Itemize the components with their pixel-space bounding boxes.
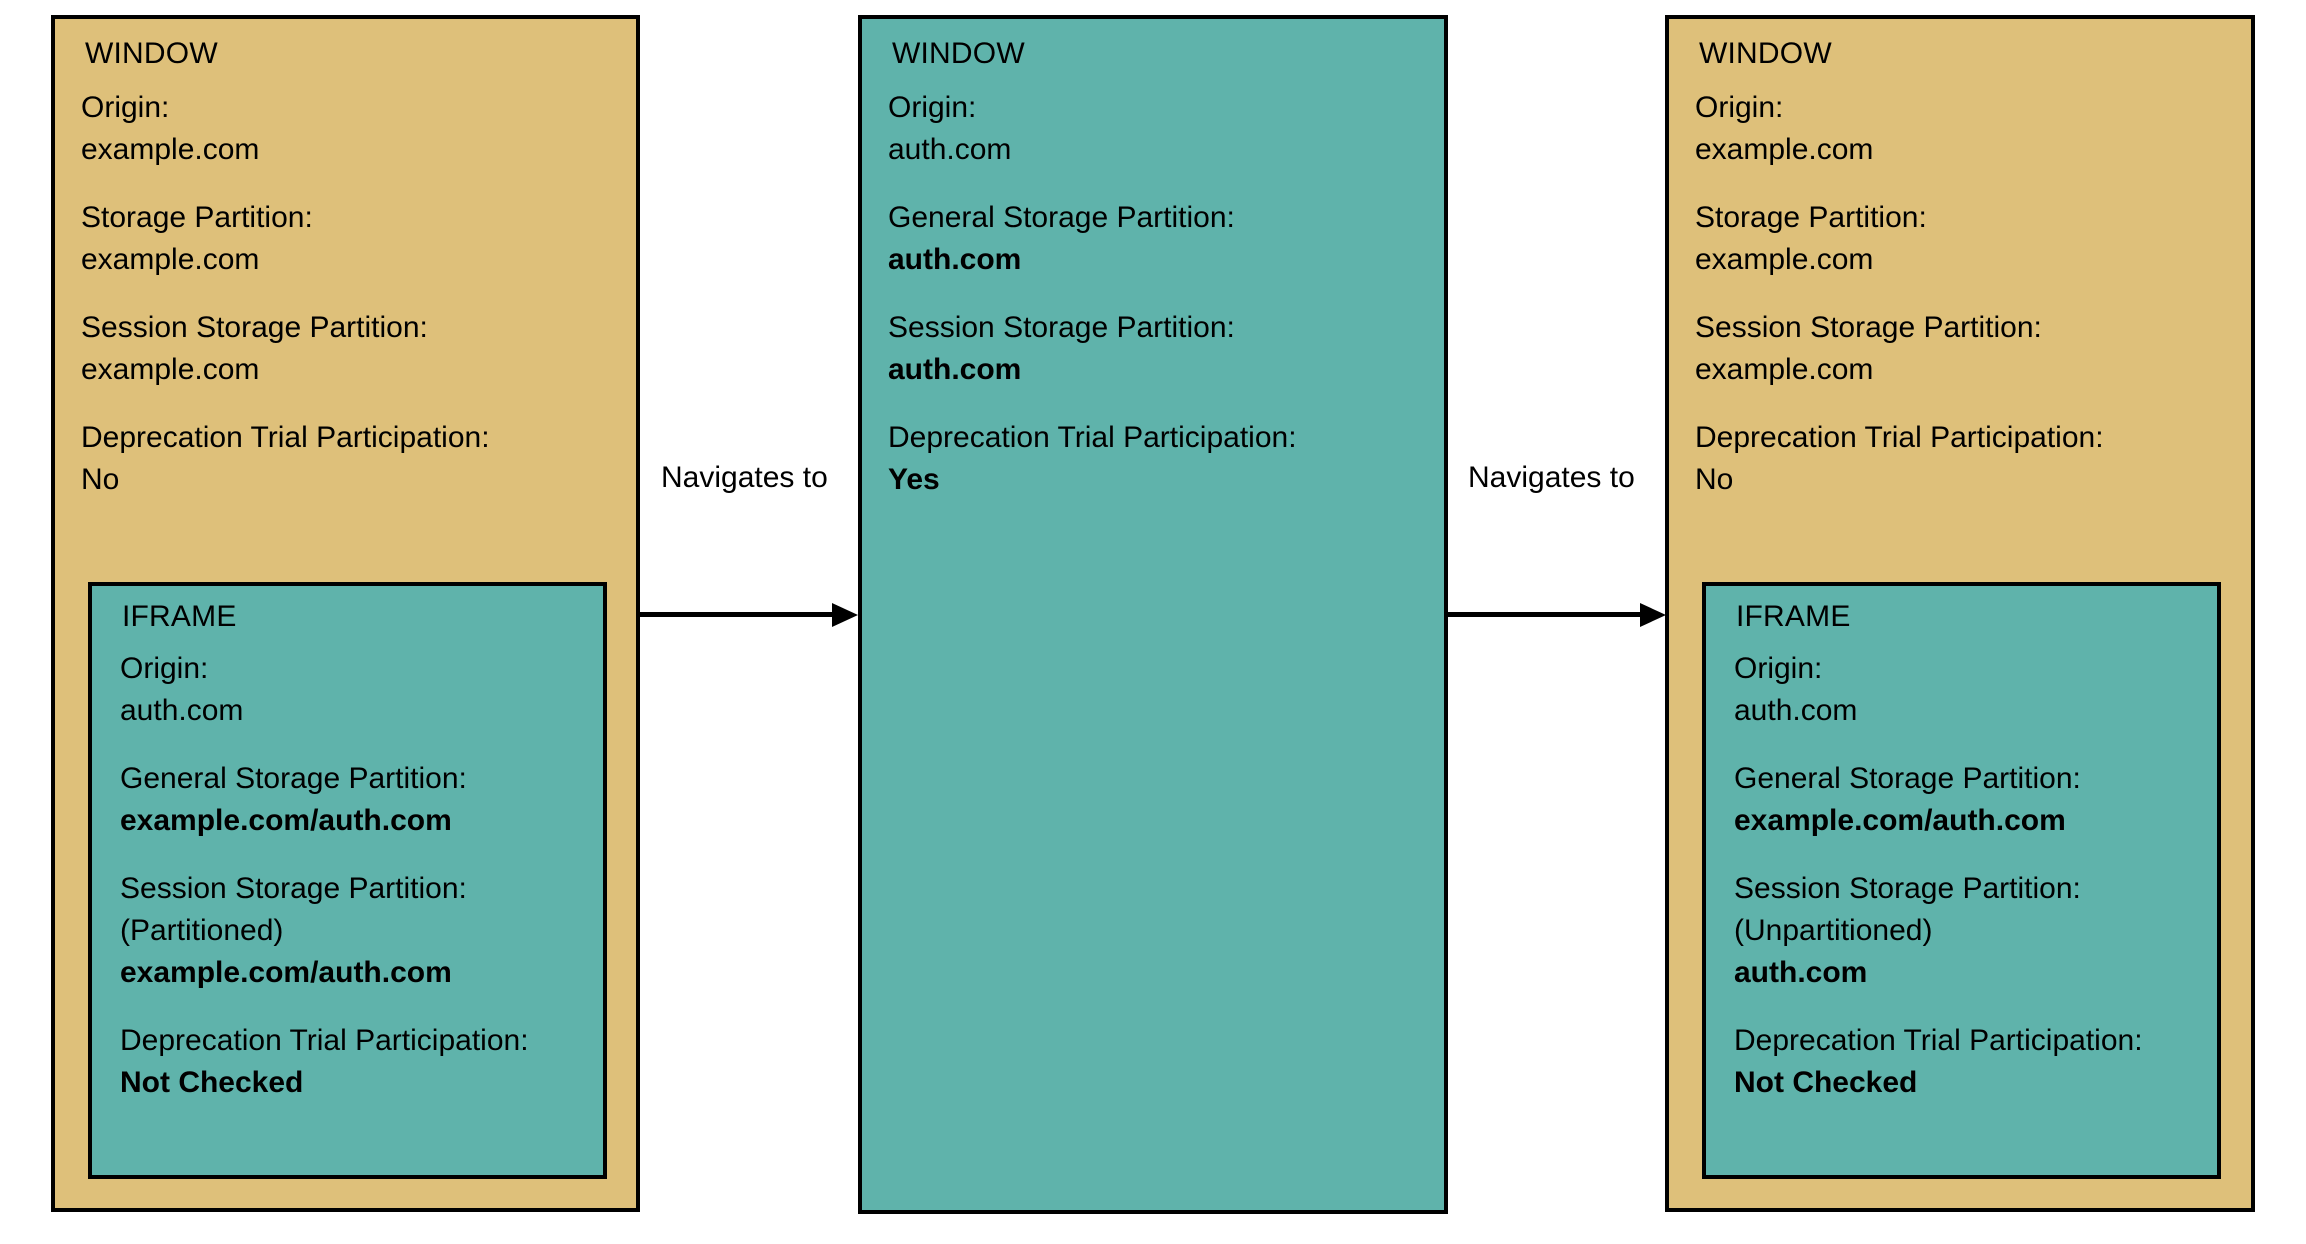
arrow-head-icon <box>1640 603 1666 627</box>
field-deprecation-trial-participation: Deprecation Trial Participation: Not Che… <box>120 1020 593 1104</box>
field-label: Deprecation Trial Participation: <box>1695 421 2104 454</box>
field-label: Storage Partition: <box>81 201 313 234</box>
arrow-1-label: Navigates to <box>661 461 828 494</box>
field-origin: Origin: auth.com <box>120 648 593 732</box>
arrow-shaft <box>640 612 834 617</box>
field-label: Deprecation Trial Participation: <box>81 421 490 454</box>
field-value: auth.com <box>888 353 1022 386</box>
field-value: example.com/auth.com <box>1734 804 2066 837</box>
arrow-2-label: Navigates to <box>1468 461 1635 494</box>
field-value: example.com <box>81 133 260 166</box>
arrow-2 <box>1448 603 1666 627</box>
field-sublabel: (Partitioned) <box>120 914 284 947</box>
field-label: Session Storage Partition: <box>1695 311 2042 344</box>
field-value: auth.com <box>1734 694 1858 727</box>
field-general-storage-partition: General Storage Partition: example.com/a… <box>120 758 593 842</box>
iframe-panel-3: IFRAME Origin: auth.com General Storage … <box>1702 582 2221 1179</box>
field-value: example.com/auth.com <box>120 956 452 989</box>
field-label: General Storage Partition: <box>1734 762 2081 795</box>
field-origin: Origin: auth.com <box>888 87 1434 171</box>
field-value: example.com <box>1695 243 1874 276</box>
field-label: General Storage Partition: <box>888 201 1235 234</box>
panel-1-title: WINDOW <box>85 37 218 70</box>
field-value: example.com <box>1695 353 1874 386</box>
field-value: No <box>81 463 120 496</box>
field-session-storage-partition: Session Storage Partition: auth.com <box>888 307 1434 391</box>
field-deprecation-trial-participation: Deprecation Trial Participation: No <box>1695 417 2241 501</box>
panel-2-fields: Origin: auth.com General Storage Partiti… <box>888 87 1434 501</box>
field-label: Deprecation Trial Participation: <box>888 421 1297 454</box>
field-value: Not Checked <box>1734 1066 1918 1099</box>
field-deprecation-trial-participation: Deprecation Trial Participation: Yes <box>888 417 1434 501</box>
panel-1-fields: Origin: example.com Storage Partition: e… <box>81 87 626 501</box>
field-general-storage-partition: General Storage Partition: auth.com <box>888 197 1434 281</box>
field-label: Origin: <box>888 91 977 124</box>
arrow-shaft <box>1448 612 1642 617</box>
iframe-panel-1: IFRAME Origin: auth.com General Storage … <box>88 582 607 1179</box>
window-panel-3: WINDOW Origin: example.com Storage Parti… <box>1665 15 2255 1212</box>
field-session-storage-partition: Session Storage Partition: (Partitioned)… <box>120 868 593 994</box>
field-value: example.com <box>81 353 260 386</box>
field-label: Storage Partition: <box>1695 201 1927 234</box>
field-label: Session Storage Partition: <box>81 311 428 344</box>
field-label: Origin: <box>120 652 209 685</box>
field-value: auth.com <box>120 694 244 727</box>
field-value: Yes <box>888 463 940 496</box>
field-label: Session Storage Partition: <box>1734 872 2081 905</box>
iframe-3-title: IFRAME <box>1736 600 1851 633</box>
field-label: Origin: <box>81 91 170 124</box>
panel-3-fields: Origin: example.com Storage Partition: e… <box>1695 87 2241 501</box>
field-value: auth.com <box>888 243 1022 276</box>
field-label: Deprecation Trial Participation: <box>120 1024 529 1057</box>
field-origin: Origin: example.com <box>81 87 626 171</box>
field-session-storage-partition: Session Storage Partition: example.com <box>1695 307 2241 391</box>
field-origin: Origin: auth.com <box>1734 648 2207 732</box>
field-value: auth.com <box>888 133 1012 166</box>
field-value: example.com <box>81 243 260 276</box>
field-label: Session Storage Partition: <box>120 872 467 905</box>
field-deprecation-trial-participation: Deprecation Trial Participation: Not Che… <box>1734 1020 2207 1104</box>
iframe-1-title: IFRAME <box>122 600 237 633</box>
panel-3-title: WINDOW <box>1699 37 1832 70</box>
field-label: Session Storage Partition: <box>888 311 1235 344</box>
window-panel-2: WINDOW Origin: auth.com General Storage … <box>858 15 1448 1214</box>
field-label: Origin: <box>1734 652 1823 685</box>
field-label: Origin: <box>1695 91 1784 124</box>
field-value: No <box>1695 463 1734 496</box>
field-storage-partition: Storage Partition: example.com <box>1695 197 2241 281</box>
field-origin: Origin: example.com <box>1695 87 2241 171</box>
field-value: Not Checked <box>120 1066 304 1099</box>
field-storage-partition: Storage Partition: example.com <box>81 197 626 281</box>
arrow-head-icon <box>832 603 858 627</box>
iframe-1-fields: Origin: auth.com General Storage Partiti… <box>120 648 593 1104</box>
field-deprecation-trial-participation: Deprecation Trial Participation: No <box>81 417 626 501</box>
field-value: example.com/auth.com <box>120 804 452 837</box>
field-sublabel: (Unpartitioned) <box>1734 914 1933 947</box>
iframe-3-fields: Origin: auth.com General Storage Partiti… <box>1734 648 2207 1104</box>
field-session-storage-partition: Session Storage Partition: example.com <box>81 307 626 391</box>
field-label: Deprecation Trial Participation: <box>1734 1024 2143 1057</box>
field-value: auth.com <box>1734 956 1868 989</box>
arrow-1 <box>640 603 858 627</box>
field-label: General Storage Partition: <box>120 762 467 795</box>
field-session-storage-partition: Session Storage Partition: (Unpartitione… <box>1734 868 2207 994</box>
field-value: example.com <box>1695 133 1874 166</box>
window-panel-1: WINDOW Origin: example.com Storage Parti… <box>51 15 640 1212</box>
field-general-storage-partition: General Storage Partition: example.com/a… <box>1734 758 2207 842</box>
panel-2-title: WINDOW <box>892 37 1025 70</box>
